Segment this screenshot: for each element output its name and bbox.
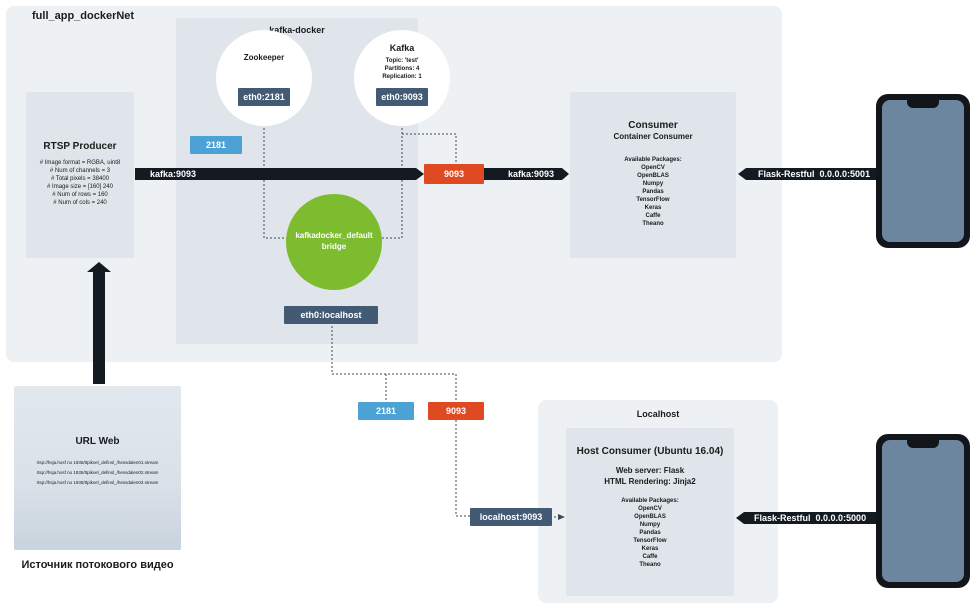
bridge-to-localhost-link: [331, 322, 457, 400]
url-web-arrow: [87, 262, 111, 384]
kafka-ext-port-tag: 9093: [424, 164, 484, 184]
host-consumer-packages: Available Packages: OpenCV OpenBLAS Nump…: [621, 498, 679, 568]
producer-arrow-label: kafka:9093: [150, 169, 197, 179]
kafka-docker-title: kafka-docker: [269, 25, 325, 35]
zookeeper-port-tag: eth0:2181: [238, 88, 290, 106]
consumer-title: Consumer: [628, 120, 678, 131]
flask-top-arrow: [738, 168, 876, 180]
bridge-eth-tag: eth0:localhost: [284, 306, 378, 324]
localhost-red-tag: 9093: [428, 402, 484, 420]
network-title: full_app_dockerNet: [32, 10, 135, 22]
bridge-node: [286, 194, 382, 290]
rtsp-producer-box: [26, 92, 134, 258]
zookeeper-node: [216, 30, 312, 126]
host-html-rendering: HTML Rendering: Jinja2: [604, 477, 696, 486]
kafka-title: Kafka: [389, 43, 415, 53]
producer-specs: # Image format = RGBA, uint8 # Num of ch…: [39, 160, 121, 206]
host-web-server: Web server: Flask: [615, 466, 685, 475]
consumer-box: [570, 92, 736, 258]
kafka-node: [354, 30, 450, 126]
consumer-packages: Available Packages: OpenCV OpenBLAS Nump…: [624, 157, 682, 227]
zookeeper-link: [263, 104, 290, 239]
localhost-title: Localhost: [636, 409, 680, 419]
phone-device-bottom: [876, 434, 970, 588]
url-web-caption: Источник потокового видео: [21, 559, 174, 571]
producer-title: RTSP Producer: [43, 141, 117, 152]
producer-kafka-arrow: [135, 168, 424, 180]
host-consumer-box: [566, 428, 734, 596]
phone-notch: [907, 100, 939, 108]
flask-bottom-label: Flask-Restful 0.0.0.0:5000: [754, 513, 867, 523]
phone-screen: [882, 440, 964, 582]
kafka-consumer-arrow: [484, 168, 569, 180]
host-consumer-title: Host Consumer (Ubuntu 16.04): [576, 446, 724, 457]
bridge-label: kafkadocker_default bridge: [295, 231, 373, 251]
kafka-topic-info: Topic: 'test' Partitions: 4 Replication:…: [382, 58, 422, 80]
consumer-subtitle: Container Consumer: [613, 132, 693, 141]
consumer-arrow-label: kafka:9093: [508, 169, 555, 179]
phone-screen: [882, 100, 964, 242]
flask-bottom-arrow: [736, 512, 876, 524]
localhost-blue-tag: 2181: [358, 402, 414, 420]
url-web-streams: rtsp://hsja.hosf no 1935/ttpikvel_defins…: [36, 460, 159, 485]
url-web-box: [14, 386, 181, 550]
phone-device-top: [876, 94, 970, 248]
zookeeper-title: Zookeeper: [243, 53, 285, 62]
zookeeper-ext-port-tag: 2181: [190, 136, 242, 154]
kafka-to-9093-link: [402, 133, 457, 164]
9093-down-link: [455, 420, 470, 517]
phone-notch: [907, 440, 939, 448]
flask-top-label: Flask-Restful 0.0.0.0:5001: [758, 169, 871, 179]
localhost-port-tag: localhost:9093: [470, 508, 552, 526]
kafka-link: [376, 104, 403, 239]
host-arrowhead: [558, 514, 565, 520]
url-web-title: URL Web: [75, 436, 120, 447]
kafka-port-tag: eth0:9093: [376, 88, 428, 106]
